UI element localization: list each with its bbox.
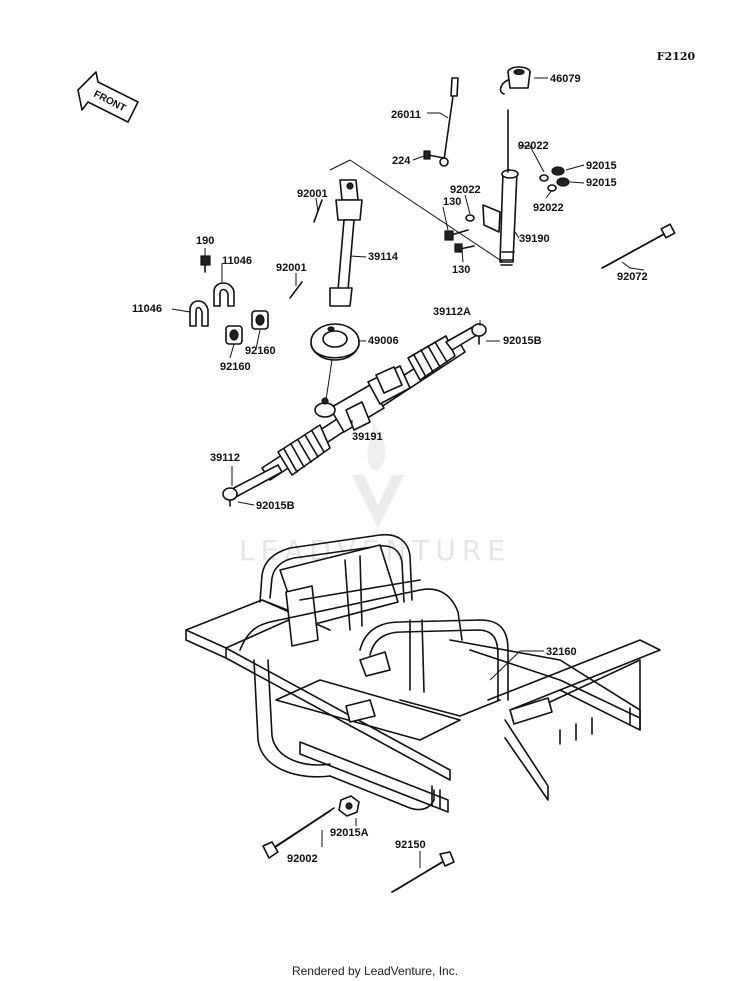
callout-92072: 92072 xyxy=(617,271,648,283)
callout-39112: 39112 xyxy=(210,452,240,464)
steering-rack-39191 xyxy=(261,335,466,481)
callout-39190: 39190 xyxy=(519,233,550,245)
callout-92001-a: 92001 xyxy=(297,188,328,200)
bushing-46079 xyxy=(499,66,531,95)
callout-92150: 92150 xyxy=(395,839,426,851)
callout-46079: 46079 xyxy=(550,73,581,85)
diagram-code: F2120 xyxy=(657,50,696,63)
callout-92160-a: 92160 xyxy=(245,345,276,357)
steering-shaft-39190 xyxy=(482,109,519,266)
nut-92015A xyxy=(338,795,360,817)
pin-224 xyxy=(423,150,445,160)
callout-130-a: 130 xyxy=(443,196,461,208)
callout-92015B-left: 92015B xyxy=(256,500,295,512)
callout-92015-b: 92015 xyxy=(586,177,617,189)
callout-11046-a: 11046 xyxy=(222,255,252,267)
bolts-92001 xyxy=(289,199,323,299)
callout-39191: 39191 xyxy=(352,431,383,443)
bolt-92150 xyxy=(391,851,455,893)
footer-credit: Rendered by LeadVenture, Inc. xyxy=(292,964,458,978)
bolt-190 xyxy=(200,255,211,273)
callout-92015B-right: 92015B xyxy=(503,335,542,347)
callout-92160-b: 92160 xyxy=(220,361,251,373)
leader-lines xyxy=(171,77,645,868)
callout-39112A: 39112A xyxy=(433,306,471,318)
callout-32160: 32160 xyxy=(546,646,577,658)
nuts-washers-cluster xyxy=(465,166,570,222)
bolt-92072 xyxy=(601,223,676,269)
tie-rod-39112 xyxy=(222,464,283,507)
callout-labels: 46079 26011 224 92022 92015 92015 92022 … xyxy=(132,73,648,865)
watermark-logo xyxy=(352,420,404,528)
callout-11046-b: 11046 xyxy=(132,303,162,315)
callout-92015-a: 92015 xyxy=(586,160,617,172)
steering-column-39114 xyxy=(329,179,363,307)
callout-92022-b: 92022 xyxy=(450,184,481,196)
rubbers-92160 xyxy=(225,310,269,345)
callout-92022-c: 92022 xyxy=(533,202,564,214)
front-arrow-icon: FRONT xyxy=(77,71,139,123)
callout-39114: 39114 xyxy=(368,251,399,263)
callout-26011: 26011 xyxy=(391,109,421,121)
callout-130-b: 130 xyxy=(452,264,470,276)
callout-92015A: 92015A xyxy=(330,827,369,839)
callout-92022-a: 92022 xyxy=(518,140,549,152)
callout-92002: 92002 xyxy=(287,853,318,865)
callout-49006: 49006 xyxy=(368,335,399,347)
callout-224: 224 xyxy=(392,155,411,167)
frame-32160 xyxy=(185,533,661,813)
tie-rod-39112A xyxy=(445,323,487,351)
clamps-11046 xyxy=(189,282,235,327)
boot-49006 xyxy=(310,323,360,361)
callout-92001-b: 92001 xyxy=(276,262,307,274)
rod-26011 xyxy=(439,77,459,167)
bolt-92002 xyxy=(262,807,335,859)
callout-190: 190 xyxy=(196,235,214,247)
